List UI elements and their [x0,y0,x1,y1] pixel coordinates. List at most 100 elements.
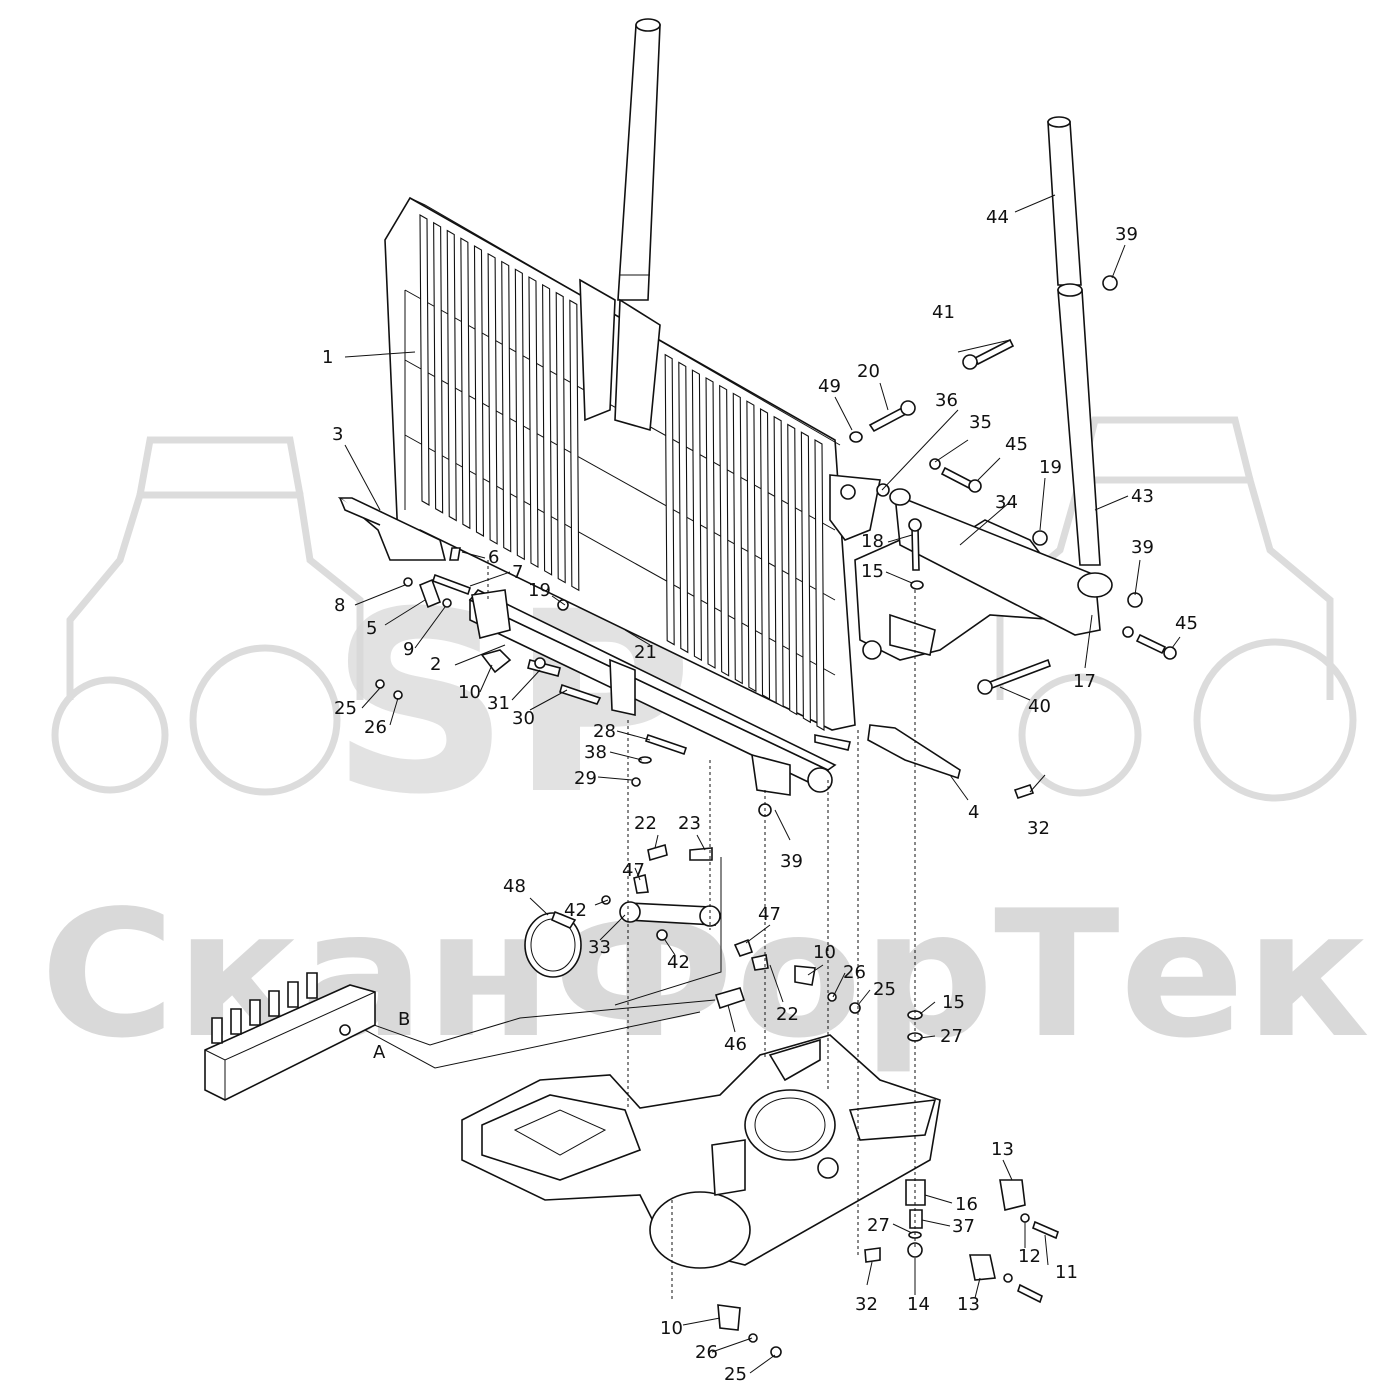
valve-solenoid [268,990,280,1017]
callout-36: 36 [935,390,958,411]
bolt-11-bottom [1017,1283,1043,1304]
grille-slat [773,415,784,708]
bolt-41 [962,338,1015,370]
bolt-40 [977,658,1052,695]
callout-38: 38 [584,742,607,763]
grille-slat [419,214,430,506]
grille-slat [555,291,566,584]
leader-line [885,571,913,584]
screw-25-mid [849,1002,861,1014]
callout-18: 18 [861,531,884,552]
callout-19-a: 19 [528,580,551,601]
bracket-10-top [480,649,512,674]
callout-12: 12 [1018,1246,1041,1267]
leader-line [921,1219,951,1227]
callout-42-b: 42 [667,952,690,973]
grille-slat [487,252,498,545]
callout-47-a: 47 [622,860,645,881]
callout-23: 23 [678,813,701,834]
leader-line [949,774,969,801]
callout-7: 7 [512,562,523,583]
washer-12-bottom [1003,1273,1013,1283]
callout-37: 37 [952,1216,975,1237]
leader-line [957,339,1011,353]
grille-slat [814,439,825,731]
grille-slat [678,361,689,654]
callout-27-a: 27 [940,1026,963,1047]
leader-line [1171,636,1181,649]
control-valve-block [204,972,376,1101]
leader-line [454,644,506,666]
leader-line [892,1223,913,1234]
nut-19-right [1032,530,1048,546]
callout-42-a: 42 [564,900,587,921]
leader-line [924,1194,953,1204]
grille-slat [542,283,553,576]
callout-3: 3 [332,424,343,445]
leader-line [479,664,493,693]
callout-41: 41 [932,302,955,323]
callout-31: 31 [487,693,510,714]
bolt-11-top [1032,1220,1059,1240]
callout-20: 20 [857,361,880,382]
leader-line [774,809,791,841]
callout-11: 11 [1055,1262,1078,1283]
callout-32-b: 32 [855,1294,878,1315]
fitting-32-bottom [864,1247,881,1263]
screw-25-left [375,679,385,689]
leader-line [959,501,1011,546]
grille-slat [528,276,539,569]
left-mast-tube [617,18,661,301]
panel-hinge-bracket [829,474,881,541]
grille-slat [460,237,471,530]
valve-solenoid [287,981,299,1008]
leader-line [511,669,541,701]
callout-46: 46 [724,1034,747,1055]
valve-solenoid [306,972,318,999]
alignment-lines [487,560,916,1300]
nut-39-top [1102,275,1118,291]
leader-line [1044,1234,1049,1266]
callout-28: 28 [593,721,616,742]
leader-line [664,939,676,956]
leader-line [881,409,959,491]
bracket-10-bottom [717,1304,741,1331]
washer-45-right [1122,626,1134,638]
callout-29: 29 [574,768,597,789]
callout-44: 44 [986,207,1009,228]
callout-26-b: 26 [843,962,866,983]
callout-32-a: 32 [1027,818,1050,839]
chassis-frame [461,1034,941,1269]
leader-line [1111,244,1126,279]
callout-9: 9 [403,639,414,660]
leader-line [384,599,426,626]
tube-43 [1057,283,1101,566]
spring-5 [418,578,442,609]
leader-line [834,396,853,431]
callout-25-b: 25 [873,979,896,1000]
screw-8 [403,577,413,587]
callout-40: 40 [1028,696,1051,717]
leader-line [745,924,771,944]
grille-slat [514,268,525,561]
ring-36 [876,483,890,497]
leader-line [609,751,643,761]
callout-25-c: 25 [724,1364,747,1385]
callout-10-b: 10 [813,942,836,963]
callout-19-b: 19 [1039,457,1062,478]
callout-26-c: 26 [695,1342,718,1363]
grille-slat [691,369,702,662]
grille-slat [501,260,512,553]
leader-line [879,382,889,411]
callout-22-b: 22 [776,1004,799,1025]
callout-15-a: 15 [861,561,884,582]
port-label-b: B [398,1009,410,1030]
washer-26-left [393,690,403,700]
grille-slat [664,353,675,646]
callout-8: 8 [334,595,345,616]
leader-line [866,1261,873,1286]
callout-33: 33 [588,937,611,958]
callout-49: 49 [818,376,841,397]
